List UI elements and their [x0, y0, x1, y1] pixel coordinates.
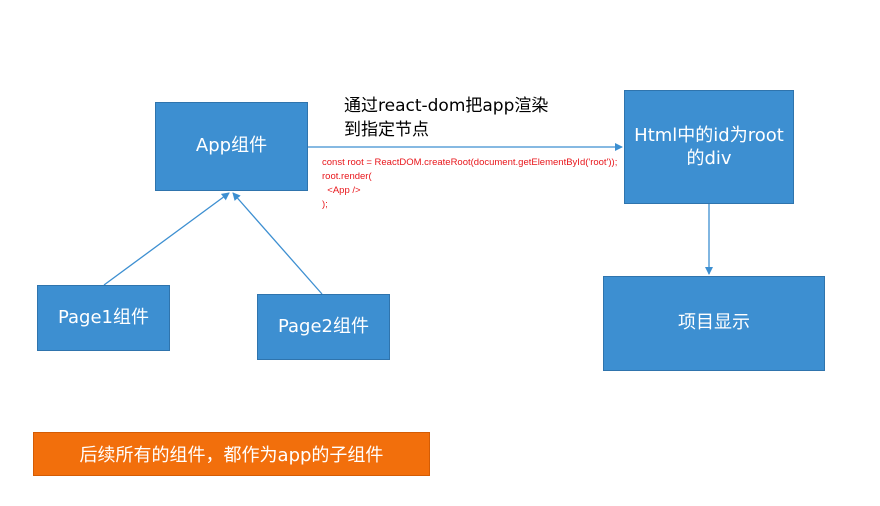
render-code-snippet: const root = ReactDOM.createRoot(documen…	[322, 156, 617, 212]
project-display-node: 项目显示	[603, 276, 825, 371]
page2-component-node: Page2组件	[257, 294, 390, 360]
footer-note: 后续所有的组件，都作为app的子组件	[33, 432, 430, 476]
project-display-label: 项目显示	[678, 312, 750, 334]
page2-component-label: Page2组件	[277, 315, 370, 337]
root-div-node: Html中的id为root 的div	[624, 90, 794, 204]
render-caption-line2: 到指定节点	[344, 120, 429, 140]
code-line-2: root.render(	[322, 171, 372, 182]
arrow-page1-to-app	[103, 192, 230, 286]
code-line-3: <App />	[322, 185, 361, 196]
page1-component-node: Page1组件	[37, 285, 170, 351]
render-caption-line1: 通过react-dom把app渲染	[344, 96, 549, 116]
code-line-1: const root = ReactDOM.createRoot(documen…	[322, 157, 618, 168]
render-caption: 通过react-dom把app渲染 到指定节点	[344, 94, 594, 142]
arrow-page2-to-app	[232, 192, 323, 295]
root-div-label-line1: Html中的id为root	[634, 125, 784, 146]
app-component-label: App组件	[195, 135, 268, 157]
footer-note-text: 后续所有的组件，都作为app的子组件	[79, 445, 384, 466]
page1-component-label: Page1组件	[57, 306, 150, 328]
code-line-4: );	[322, 199, 328, 210]
root-div-label-line2: 的div	[686, 147, 732, 169]
app-component-node: App组件	[155, 102, 308, 191]
